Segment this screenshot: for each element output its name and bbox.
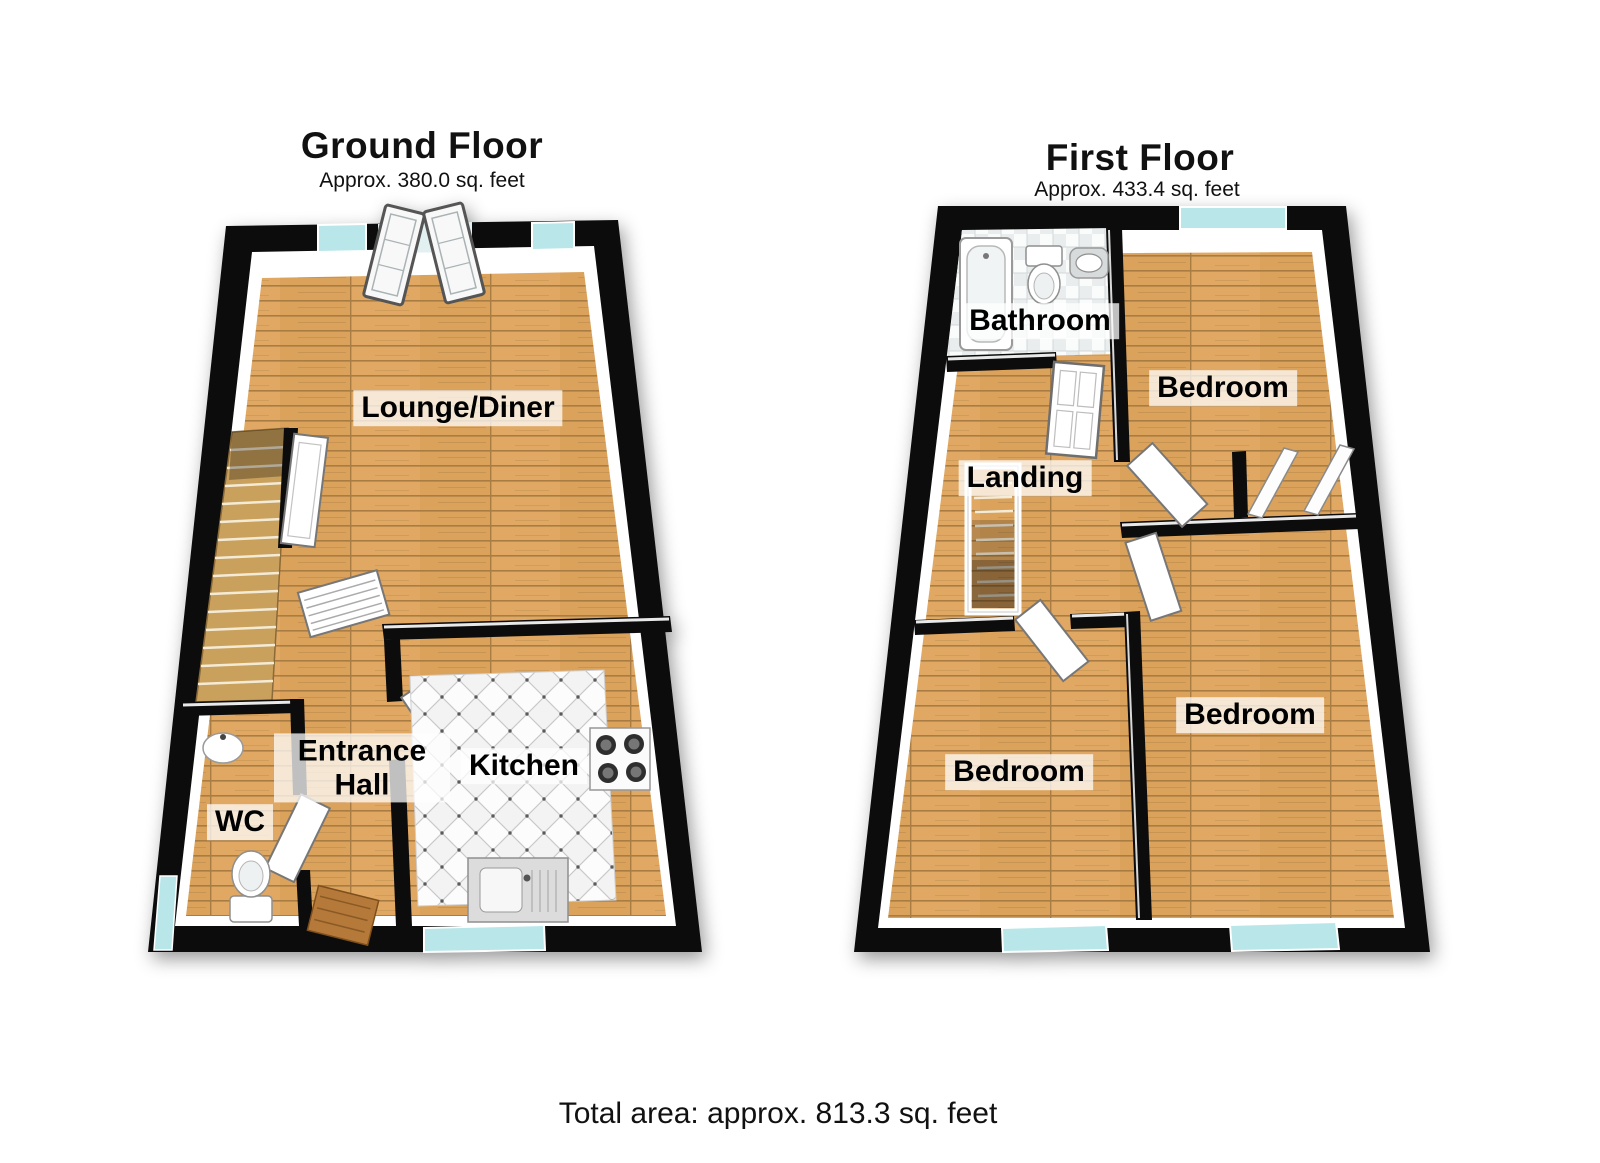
ff-interior-walls bbox=[914, 228, 1360, 920]
ff-bedroom-left-door bbox=[1013, 598, 1090, 683]
ground-floor-title: Ground Floor bbox=[300, 125, 544, 166]
gf-window-top-left bbox=[317, 222, 367, 254]
ff-toilet-icon bbox=[1025, 245, 1063, 305]
room-label-entrance-hall: Entrance Hall bbox=[274, 733, 450, 803]
total-area-label: Total area: approx. 813.3 sq. feet bbox=[558, 1097, 998, 1130]
room-label-wc: WC bbox=[207, 804, 273, 840]
gf-window-top-right bbox=[531, 220, 575, 252]
room-label-bedroom-bottom-right: Bedroom bbox=[1176, 697, 1324, 733]
first-floor-plan bbox=[854, 206, 1430, 954]
room-label-bedroom-bottom-left: Bedroom bbox=[945, 754, 1093, 790]
ff-window-bottom-left bbox=[1000, 923, 1110, 954]
first-floor-title: First Floor bbox=[1045, 137, 1235, 178]
ff-window-top bbox=[1179, 206, 1287, 230]
ff-bedroom-right-door bbox=[1124, 531, 1183, 622]
ff-window-bottom-right bbox=[1228, 920, 1341, 953]
gf-window-wc bbox=[153, 875, 178, 951]
stove-icon bbox=[589, 727, 651, 791]
toilet-icon bbox=[229, 850, 273, 923]
gf-louvered-door bbox=[296, 569, 391, 639]
ff-bedroom-top-door bbox=[1125, 441, 1209, 529]
ff-wardrobe-doors bbox=[1246, 444, 1356, 519]
room-label-landing: Landing bbox=[958, 460, 1092, 496]
ground-floor-area: Approx. 380.0 sq. feet bbox=[319, 169, 525, 192]
gf-window-bottom bbox=[423, 923, 547, 954]
first-floor-area: Approx. 433.4 sq. feet bbox=[1034, 178, 1240, 201]
room-label-kitchen: Kitchen bbox=[460, 748, 588, 784]
bathroom-sink-icon bbox=[1069, 247, 1109, 279]
gf-kitchen-tiles bbox=[409, 669, 617, 907]
room-label-bedroom-top-right: Bedroom bbox=[1149, 370, 1297, 406]
gf-wood-door bbox=[306, 884, 380, 947]
gf-entry-doors bbox=[362, 201, 486, 307]
gf-interior-walls bbox=[182, 616, 672, 926]
room-label-bathroom: Bathroom bbox=[961, 303, 1119, 339]
gf-staircase bbox=[195, 427, 289, 703]
gf-understair-door bbox=[279, 432, 330, 549]
kitchen-sink-icon bbox=[467, 857, 569, 923]
wc-sink-icon bbox=[202, 732, 244, 764]
ff-bathroom-door bbox=[1044, 360, 1106, 460]
room-label-lounge-diner: Lounge/Diner bbox=[353, 390, 563, 426]
